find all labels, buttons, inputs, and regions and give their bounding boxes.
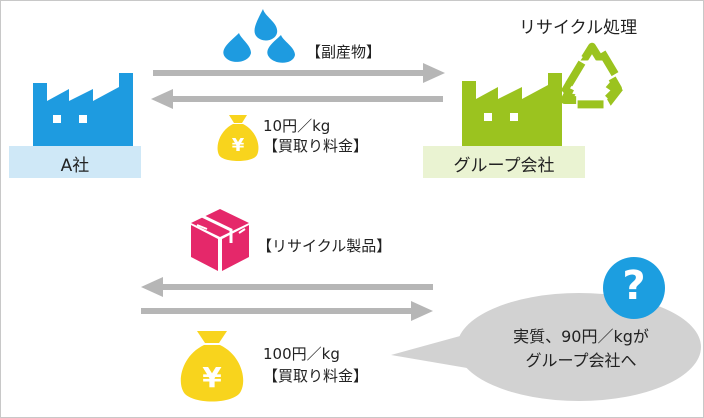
droplets-icon bbox=[223, 9, 295, 63]
yen-symbol: ¥ bbox=[232, 135, 245, 156]
group-company-band: グループ会社 bbox=[423, 146, 585, 178]
callout-line2: グループ会社へ bbox=[525, 351, 637, 370]
factory-icon bbox=[462, 73, 562, 147]
speech-bubble bbox=[391, 293, 701, 401]
payment-arrow bbox=[151, 89, 443, 109]
group-company-label: グループ会社 bbox=[453, 156, 555, 176]
money-bag-icon: ¥ bbox=[180, 331, 244, 402]
question-mark-glyph: ? bbox=[622, 263, 646, 309]
recycle-process-label: リサイクル処理 bbox=[519, 18, 638, 38]
payment-arrow bbox=[141, 301, 433, 321]
money-bag-icon: ¥ bbox=[217, 115, 259, 161]
byproduct-arrow bbox=[153, 63, 445, 83]
product-arrow bbox=[141, 277, 433, 297]
company-a-label: A社 bbox=[60, 156, 90, 176]
price-top-type: 【買取り料金】 bbox=[263, 137, 369, 155]
box-icon bbox=[191, 209, 249, 271]
price-bottom-type: 【買取り料金】 bbox=[263, 367, 369, 385]
recycle-icon bbox=[560, 42, 623, 109]
price-bottom: 100円／kg bbox=[263, 345, 340, 363]
callout-line1: 実質、90円／kgが bbox=[513, 327, 649, 346]
price-top: 10円／kg bbox=[263, 117, 331, 135]
question-icon: ? bbox=[603, 257, 665, 319]
yen-symbol: ¥ bbox=[202, 361, 222, 394]
recycled-product-label: 【リサイクル製品】 bbox=[257, 237, 392, 255]
company-a-band: A社 bbox=[9, 146, 141, 178]
byproduct-label: 【副産物】 bbox=[306, 43, 382, 61]
factory-icon bbox=[33, 73, 133, 147]
